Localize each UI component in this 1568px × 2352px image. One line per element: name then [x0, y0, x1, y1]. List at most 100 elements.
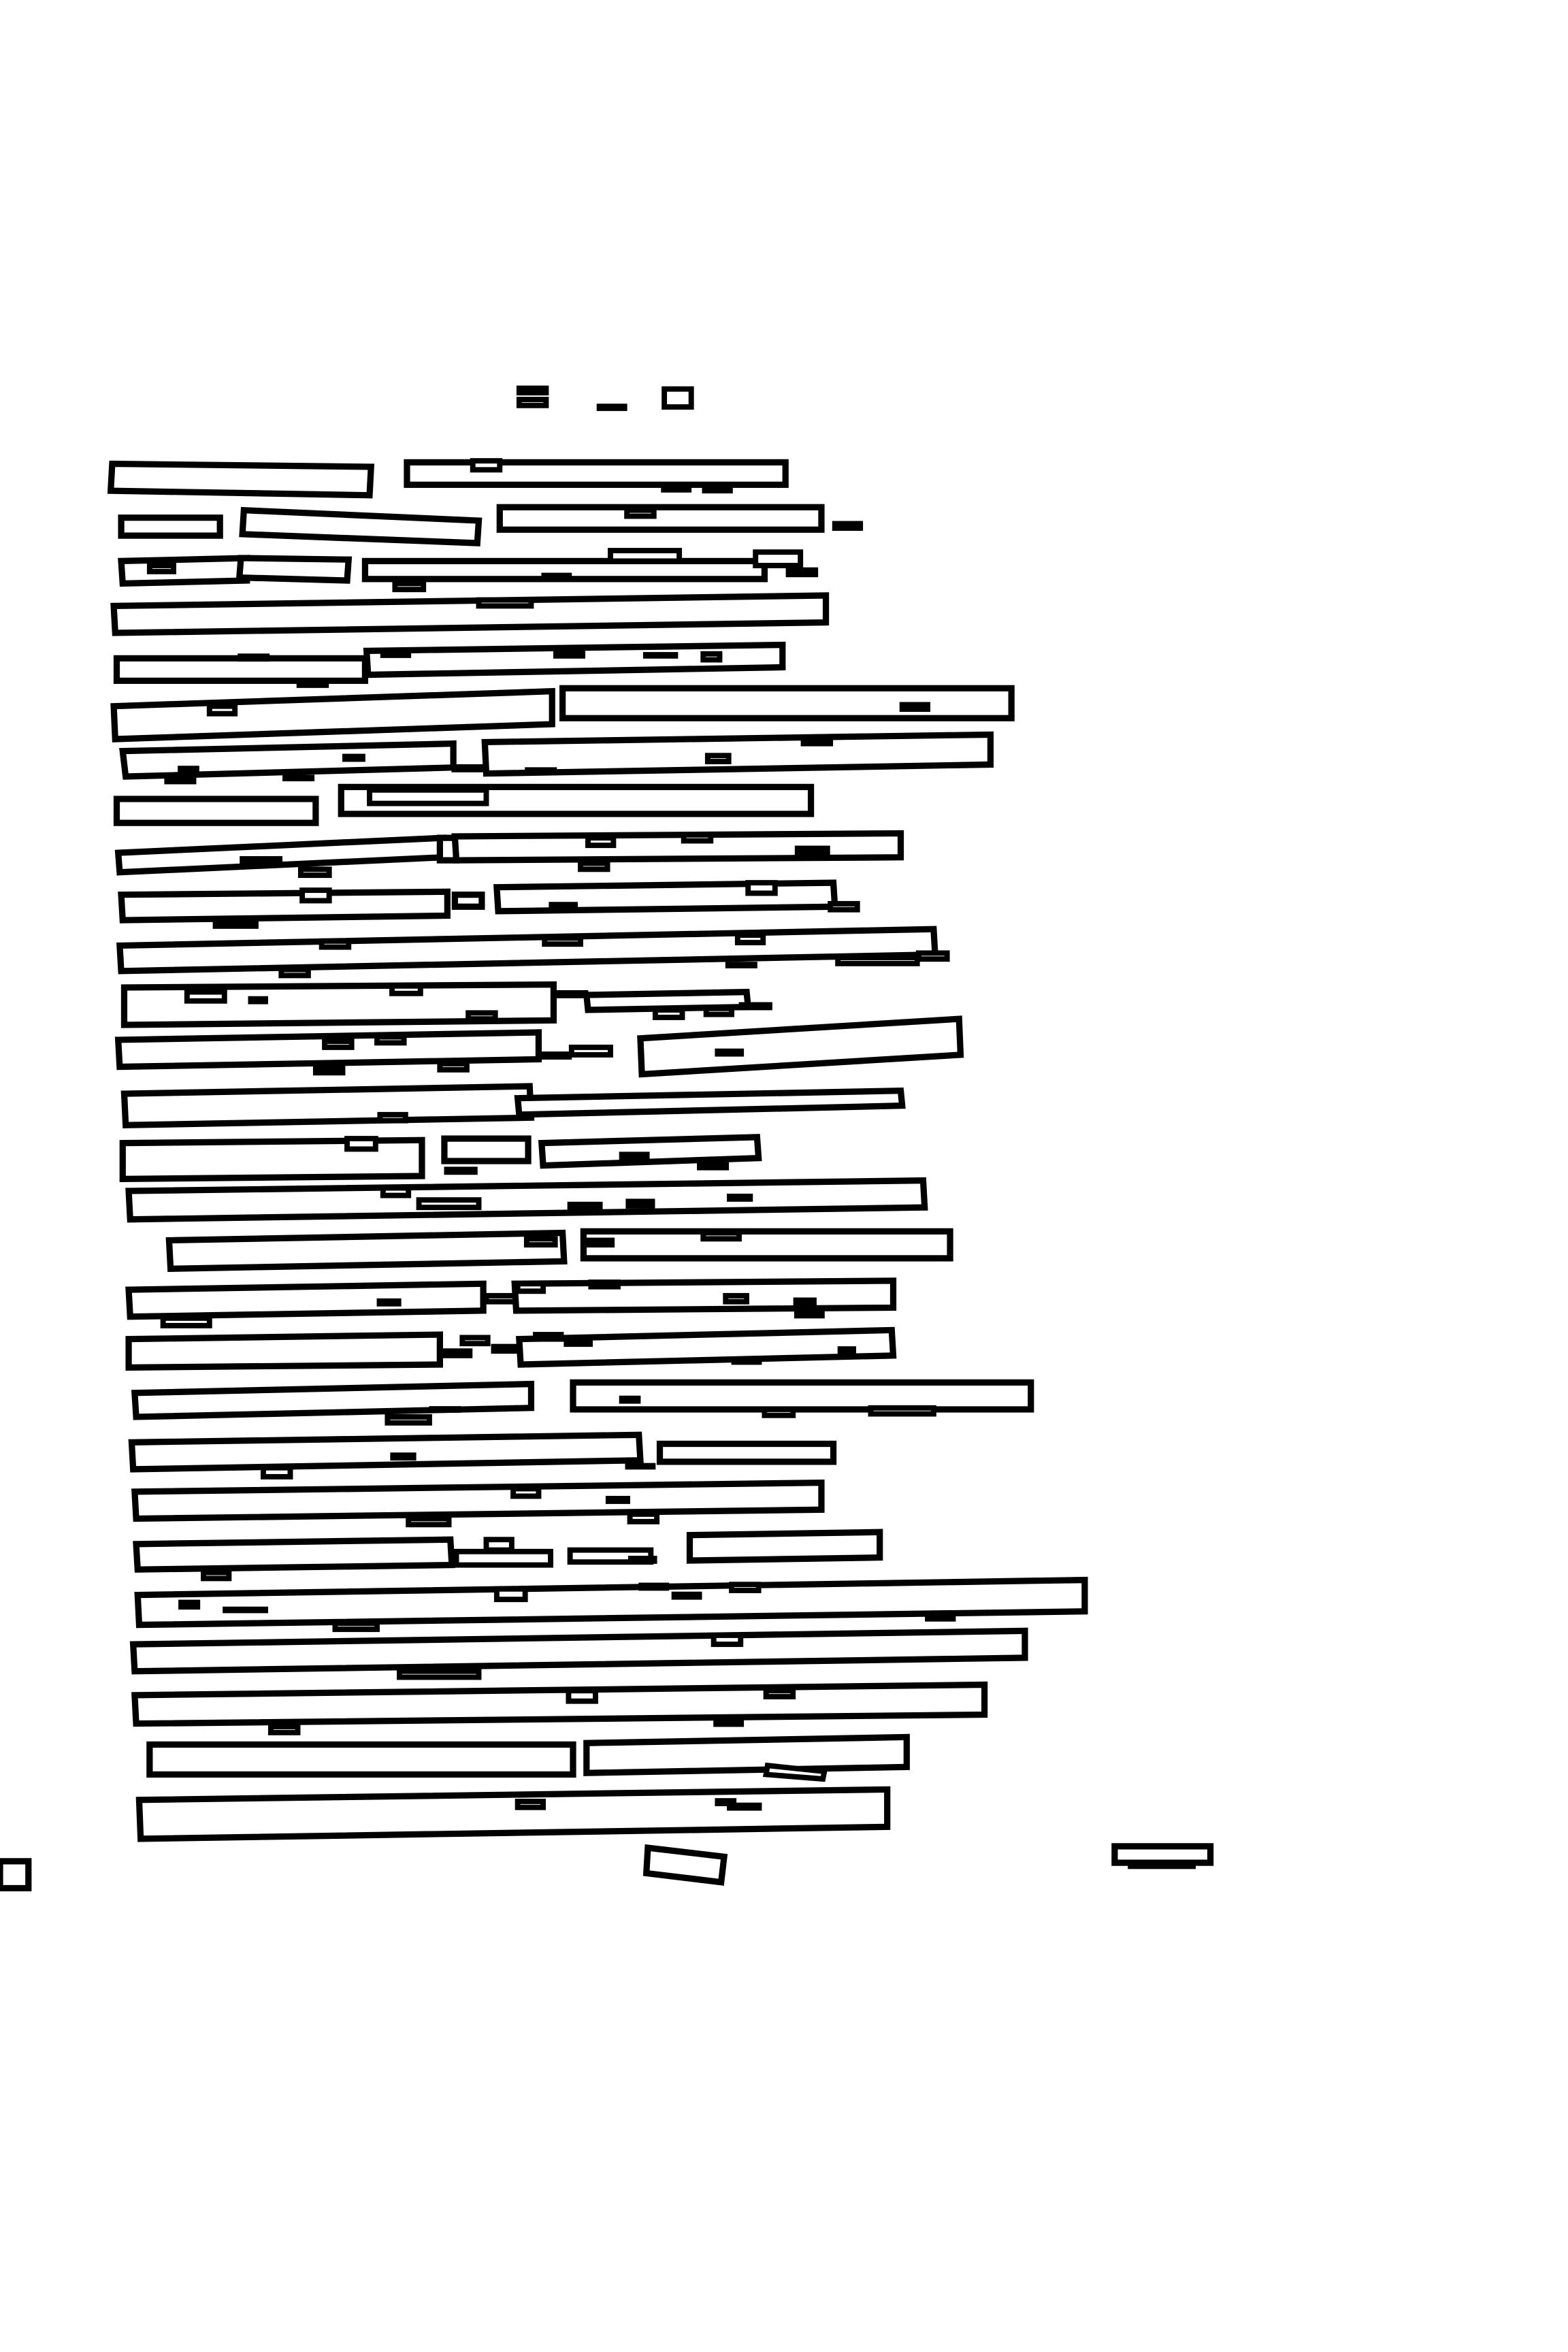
redacted-word	[837, 1346, 856, 1355]
redacted-word	[745, 880, 778, 896]
header-mark	[662, 386, 694, 410]
redacted-text-line	[165, 1229, 568, 1273]
redacted-word	[727, 1802, 762, 1811]
footer-marks	[0, 1843, 1214, 1892]
redacted-word	[578, 860, 610, 872]
redacted-word	[397, 1668, 482, 1680]
header-mark	[516, 397, 549, 408]
redacted-word	[470, 458, 503, 473]
redacted-text-line	[119, 740, 457, 780]
redacted-word	[440, 1348, 473, 1358]
redacted-word	[380, 1185, 412, 1198]
redacted-text-line	[580, 1228, 953, 1262]
redacted-text-line	[120, 1083, 535, 1128]
redacted-word	[538, 1051, 572, 1060]
text-line-row	[114, 1015, 964, 1078]
page-edge-mark	[0, 1858, 32, 1892]
redacted-word	[542, 935, 583, 947]
redacted-word	[713, 1718, 745, 1727]
header-mark	[596, 404, 627, 411]
redacted-word	[625, 1198, 655, 1209]
redacted-text-line	[235, 555, 353, 584]
redacted-word	[785, 567, 819, 578]
redacted-text-line	[637, 1015, 964, 1078]
redacted-word	[296, 678, 329, 688]
redacted-word	[800, 736, 834, 747]
redacted-text-line	[538, 1134, 762, 1169]
redacted-word	[278, 966, 311, 979]
redacted-word	[762, 1407, 796, 1418]
redacted-text-line	[131, 1380, 535, 1420]
redacted-word	[282, 774, 315, 782]
redacted-word	[514, 1281, 546, 1294]
redacted-text-line	[133, 1536, 455, 1573]
redacted-word	[642, 652, 679, 659]
redacted-word	[376, 1298, 402, 1307]
redacted-word	[459, 1335, 491, 1347]
redacted-word	[715, 1048, 745, 1057]
footer-mark	[1128, 1862, 1196, 1869]
redacted-text-line	[451, 892, 485, 910]
redacted-text-line	[239, 506, 483, 546]
redacted-word	[374, 1034, 407, 1046]
redacted-text-line	[116, 926, 938, 975]
text-line-row	[119, 1134, 762, 1183]
redacted-text-line	[118, 555, 250, 587]
redacted-word	[734, 932, 766, 945]
redacted-word	[385, 1414, 432, 1426]
redacted-word	[868, 1405, 936, 1417]
redacted-word	[523, 1236, 558, 1248]
redacted-word	[727, 1193, 753, 1202]
redacted-word	[201, 1569, 232, 1582]
text-line-row	[131, 1379, 1034, 1426]
redacted-word	[493, 1586, 528, 1603]
redacted-word	[763, 1762, 828, 1782]
redacted-word	[899, 702, 931, 713]
redacted-text-line	[570, 1379, 1034, 1413]
text-line-row	[107, 458, 789, 499]
redacted-text-line	[125, 1177, 928, 1223]
redacted-word	[238, 653, 270, 662]
redacted-word	[704, 753, 732, 764]
redacted-word	[553, 650, 586, 659]
text-line-row	[129, 1627, 1028, 1680]
redacted-word	[738, 1002, 772, 1011]
redacted-word	[344, 1136, 378, 1152]
redacted-text-line	[131, 1480, 825, 1522]
redacted-text-line	[131, 1681, 988, 1727]
redacted-text-line	[110, 592, 830, 636]
redacted-word	[184, 989, 227, 1004]
redacted-word	[549, 902, 578, 909]
redacted-word	[164, 777, 197, 785]
redacted-text-line	[583, 1733, 910, 1776]
text-line-row	[133, 1529, 883, 1582]
redacted-word	[832, 521, 864, 532]
text-line-row	[125, 1326, 897, 1371]
redacted-word	[681, 832, 714, 844]
redacted-word	[297, 866, 332, 879]
redacted-word	[671, 1591, 702, 1600]
redacted-text-line	[514, 1087, 906, 1118]
text-line-row	[165, 1228, 953, 1273]
redacted-text-line	[129, 1627, 1028, 1675]
header-mark	[516, 385, 549, 396]
redacted-text-line	[113, 796, 319, 826]
text-line-row	[120, 981, 772, 1028]
redacted-word	[514, 1799, 546, 1810]
text-line-row	[128, 1431, 837, 1480]
redacted-word	[588, 1279, 621, 1290]
redacted-word	[377, 1111, 408, 1124]
text-line-row	[113, 783, 815, 826]
redacted-text-line	[118, 514, 223, 539]
redacted-text-line	[134, 1576, 1088, 1629]
redacted-word	[605, 1496, 630, 1504]
redacted-word	[564, 1339, 593, 1348]
redacted-text-line	[493, 879, 838, 915]
redacted-text-line	[107, 460, 375, 499]
redacted-word	[390, 1452, 416, 1461]
text-line-row	[125, 1177, 928, 1223]
redacted-word	[178, 1599, 201, 1610]
redacted-text-line	[511, 1277, 897, 1314]
text-line-row	[119, 731, 994, 785]
